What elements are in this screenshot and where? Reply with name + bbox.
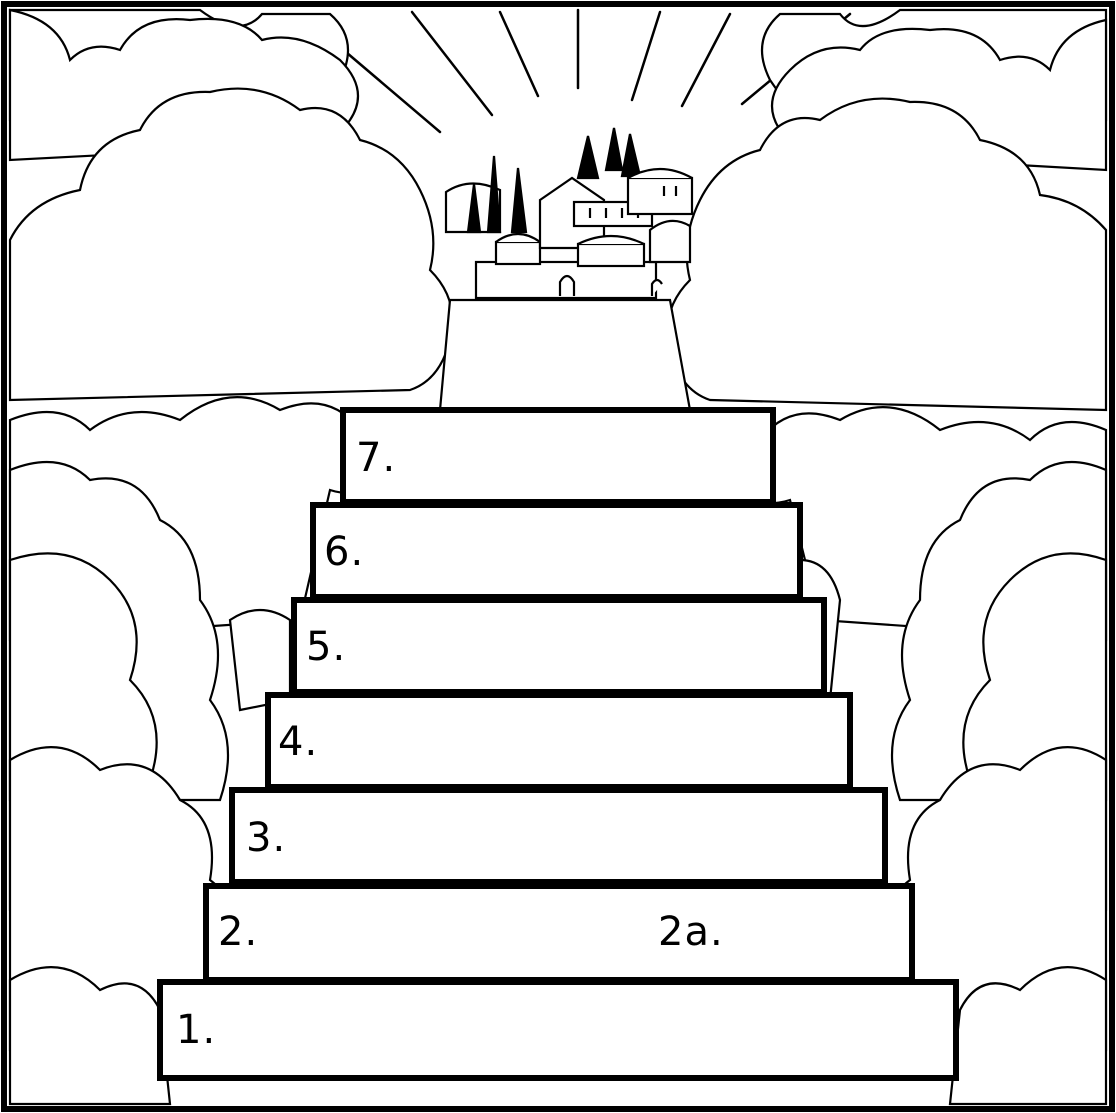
city-icon [446,128,692,298]
step-2-label: 2. [218,912,258,952]
step-2a-label: 2a. [658,912,724,952]
step-7-label: 7. [356,438,396,478]
step-4-label: 4. [278,722,318,762]
step-3 [232,790,885,882]
step-3-label: 3. [246,818,286,858]
step-6 [313,505,800,597]
step-1-label: 1. [176,1010,216,1050]
step-5-label: 5. [306,627,346,667]
step-2 [206,886,912,980]
step-6-label: 6. [324,532,364,572]
step-7 [343,410,773,502]
step-4 [268,695,850,787]
step-5 [294,600,824,692]
path-to-city [440,300,690,410]
step-1 [160,982,956,1078]
